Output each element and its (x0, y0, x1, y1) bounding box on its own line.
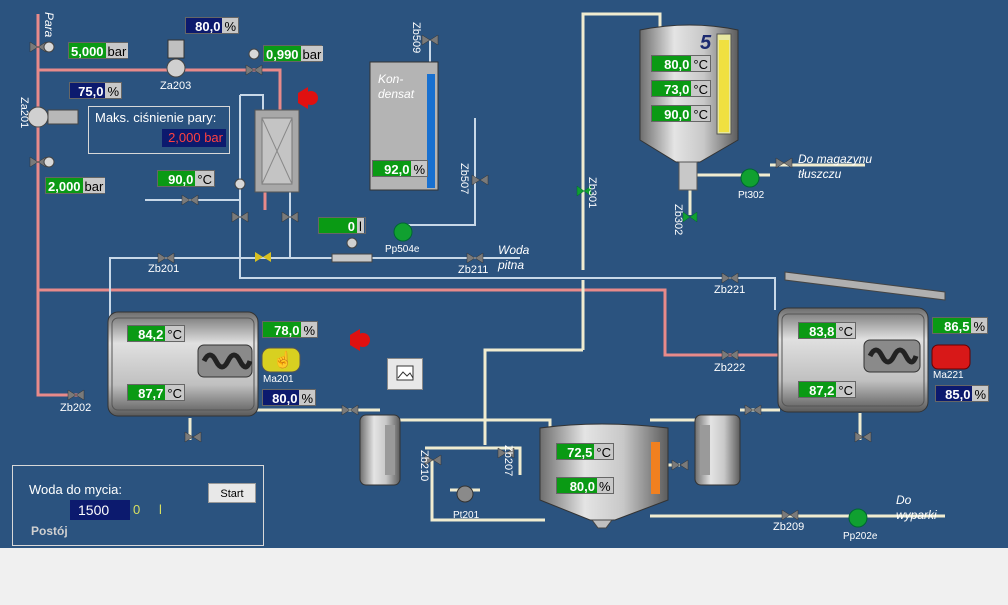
valve-open-icon[interactable] (576, 185, 698, 223)
start-button[interactable]: Start (208, 483, 256, 503)
label-zb222: Zb222 (714, 362, 746, 374)
condensate-label: Kon- densat (378, 72, 415, 101)
right-tank-speed-display: 85,0% (935, 385, 989, 402)
label-za201: Za201 (18, 97, 30, 129)
right-tank-temp2-display: 87,2°C (798, 381, 856, 398)
wash-panel: Woda do mycia: 1500 0 l Start Postój (12, 465, 264, 546)
wash-status: Postój (31, 524, 68, 538)
filter-right (694, 414, 741, 486)
condensate-level-display: 92,0% (372, 160, 428, 177)
valve-icon[interactable] (29, 34, 872, 521)
motor-icon[interactable] (931, 344, 971, 370)
label-pp202e: Pp202e (843, 531, 878, 542)
tank-number: 5 (700, 32, 712, 54)
right-tank-temp1-display: 83,8°C (798, 322, 856, 339)
mixer-icon (197, 344, 253, 378)
label-zb201: Zb201 (148, 263, 180, 275)
max-pressure-panel: Maks. ciśnienie pary: 2,000 bar (88, 106, 230, 154)
tank5-temp1-display: 80,0°C (651, 55, 711, 72)
label-do-magazynu-2: tłuszczu (798, 167, 842, 181)
za203-valve-icon[interactable] (166, 39, 186, 78)
left-tank-level-display: 78,0% (262, 321, 318, 338)
label-zb221: Zb221 (714, 284, 746, 296)
za201-valve-icon[interactable] (27, 106, 79, 128)
control-valve-icon[interactable] (255, 252, 271, 262)
flowmeter-icon (331, 237, 373, 263)
right-tank-level-display: 86,5% (932, 317, 988, 334)
label-zb509: Zb509 (410, 22, 422, 54)
tank5-temp2-display: 73,0°C (651, 80, 711, 97)
label-ma221: Ma221 (933, 370, 964, 381)
wash-title: Woda do mycia: (29, 482, 122, 497)
label-za203: Za203 (160, 80, 192, 92)
label-para: Para (42, 12, 56, 38)
label-zb301: Zb301 (586, 177, 598, 209)
pump-icon[interactable] (393, 168, 868, 528)
label-zb302: Zb302 (672, 204, 684, 236)
label-pt302: Pt302 (738, 190, 765, 201)
label-zb211: Zb211 (458, 264, 489, 276)
filter-left (359, 414, 401, 486)
motor-icon[interactable] (261, 347, 301, 373)
label-woda-pitna-1: Woda (498, 243, 530, 257)
label-do-wyparki-1: Do (896, 493, 912, 507)
wash-counter: 0 (133, 502, 141, 517)
label-zb207: Zb207 (502, 445, 514, 477)
max-pressure-title: Maks. ciśnienie pary: (95, 110, 217, 125)
label-zb507: Zb507 (458, 163, 470, 195)
bottom-tank (539, 423, 669, 529)
left-tank-temp2-display: 87,7°C (127, 384, 185, 401)
alarm-horn-icon (298, 87, 370, 351)
za203-opening-display: 80,0% (185, 17, 239, 34)
heat-exchanger (254, 109, 300, 193)
wash-unit: l (159, 502, 162, 517)
label-pt201: Pt201 (453, 510, 480, 521)
left-tank-speed-display: 80,0% (262, 389, 316, 406)
hand-cursor-icon: ☝ (273, 352, 293, 369)
max-pressure-input[interactable]: 2,000 bar (162, 129, 226, 147)
gauge-icon (43, 41, 260, 190)
label-pp504e: Pp504e (385, 244, 420, 255)
label-woda-pitna-2: pitna (498, 258, 525, 272)
bottom-tank-level-display: 80,0% (556, 477, 614, 494)
label-ma201: Ma201 (263, 374, 294, 385)
left-tank-temp1-display: 84,2°C (127, 325, 185, 342)
wash-volume-input[interactable]: 1500 (70, 500, 130, 520)
label-do-wyparki-2: wyparki (896, 508, 937, 522)
mixer-icon (863, 339, 921, 373)
bottom-tank-temp-display: 72,5°C (556, 443, 614, 460)
label-do-magazynu-1: Do magazynu (798, 152, 873, 166)
exchanger-temp-display: 90,0°C (157, 170, 215, 187)
tank5-temp3-display: 90,0°C (651, 105, 711, 122)
za201-opening-display: 75,0% (69, 82, 122, 99)
label-zb210: Zb210 (418, 450, 430, 482)
label-zb202: Zb202 (60, 402, 92, 414)
status-area (0, 548, 1008, 605)
image-icon[interactable] (387, 358, 423, 390)
label-zb209: Zb209 (773, 521, 805, 533)
